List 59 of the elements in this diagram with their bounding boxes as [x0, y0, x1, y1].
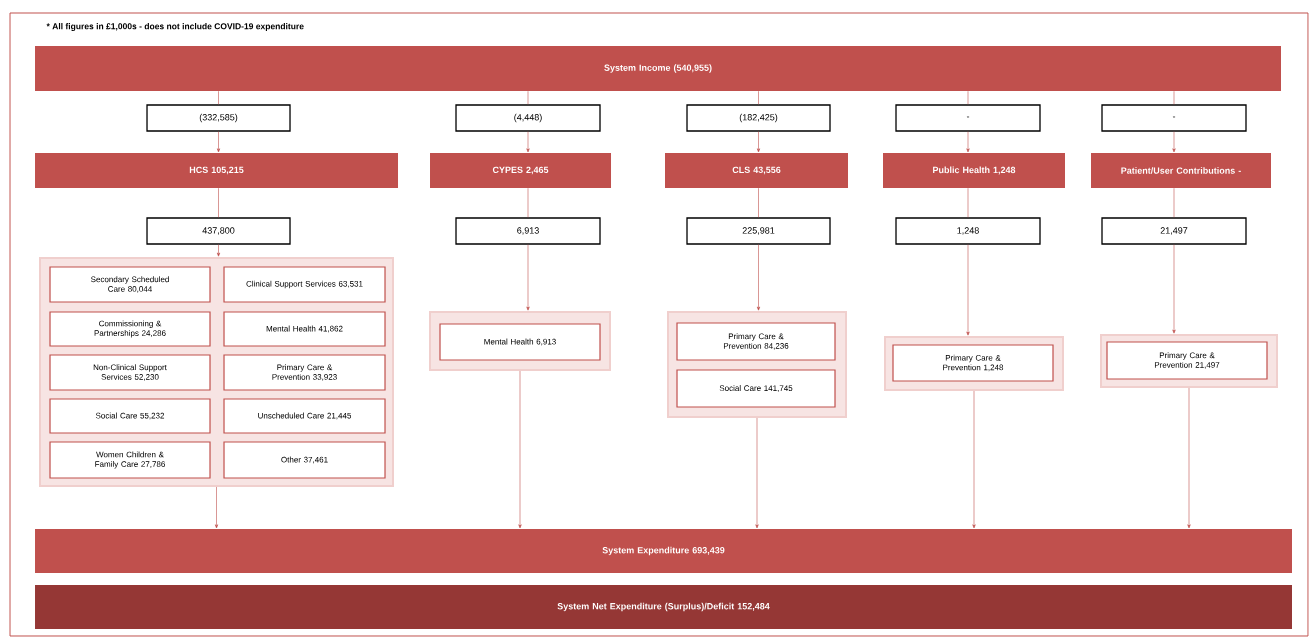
note: * All figures in £1,000s - does not include COVID-19 expenditure: [46, 23, 304, 31]
value-box: 437,800: [146, 217, 291, 245]
service-box: Clinical Support Services 63,531: [223, 266, 386, 303]
connector-line: [758, 187, 759, 218]
value-box: 21,497: [1101, 217, 1247, 245]
arrow: [966, 244, 970, 336]
value-box: 225,981: [686, 217, 831, 245]
value-box: (332,585): [146, 104, 291, 132]
arrow: [1187, 387, 1191, 529]
service-box: Other 37,461: [223, 441, 386, 479]
value-box: -: [895, 104, 1041, 132]
value-box: (182,425): [686, 104, 831, 132]
service-box: Secondary Scheduled Care 80,044: [49, 266, 211, 303]
arrow: [518, 370, 522, 529]
arrow: [756, 244, 761, 311]
connector-line: [758, 90, 759, 105]
service-box: Social Care 141,745: [676, 369, 836, 408]
connector-line: [527, 187, 529, 218]
category-header: HCS 105,215: [35, 153, 398, 188]
service-box: Women Children & Family Care 27,786: [49, 441, 211, 479]
arrow: [216, 244, 221, 257]
value-box: (4,448): [455, 104, 601, 132]
connector-line: [218, 187, 219, 218]
arrow: [756, 131, 761, 153]
service-box: Non-Clinical Support Services 52,230: [49, 354, 211, 391]
arrow: [526, 131, 530, 153]
arrow: [1172, 244, 1176, 334]
arrow: [216, 131, 221, 153]
connector-line: [1173, 187, 1175, 218]
service-box: Mental Health 6,913: [439, 323, 601, 361]
service-box: Primary Care & Prevention 84,236: [676, 322, 836, 361]
service-box: Primary Care & Prevention 33,923: [223, 354, 386, 391]
arrow: [214, 486, 219, 529]
category-header: CLS 43,556: [665, 153, 848, 188]
service-box: Primary Care & Prevention 21,497: [1106, 341, 1268, 380]
value-box: 1,248: [895, 217, 1041, 245]
service-box: Unscheduled Care 21,445: [223, 398, 386, 434]
category-header: Patient/User Contributions -: [1091, 153, 1271, 188]
arrow: [755, 417, 759, 529]
arrow: [1172, 131, 1176, 153]
net-expenditure-bar: System Net Expenditure (Surplus)/Deficit 152,484: [35, 585, 1292, 629]
arrow: [526, 244, 530, 311]
service-box: Social Care 55,232: [49, 398, 211, 434]
connector-line: [218, 90, 219, 105]
connector-line: [967, 187, 969, 218]
value-box: 6,913: [455, 217, 601, 245]
value-box: -: [1101, 104, 1247, 132]
income-bar: System Expenditure 693,439: [35, 529, 1292, 573]
connector-line: [967, 90, 969, 105]
connector-line: [1173, 90, 1175, 105]
service-box: Mental Health 41,862: [223, 311, 386, 347]
category-header: CYPES 2,465: [430, 153, 611, 188]
income-bar: System Income (540,955): [35, 46, 1281, 91]
arrow: [972, 390, 976, 529]
service-box: Primary Care & Prevention 1,248: [892, 344, 1054, 382]
connector-line: [527, 90, 529, 105]
category-header: Public Health 1,248: [883, 153, 1065, 188]
service-box: Commissioning & Partnerships 24,286: [49, 311, 211, 347]
arrow: [966, 131, 970, 153]
